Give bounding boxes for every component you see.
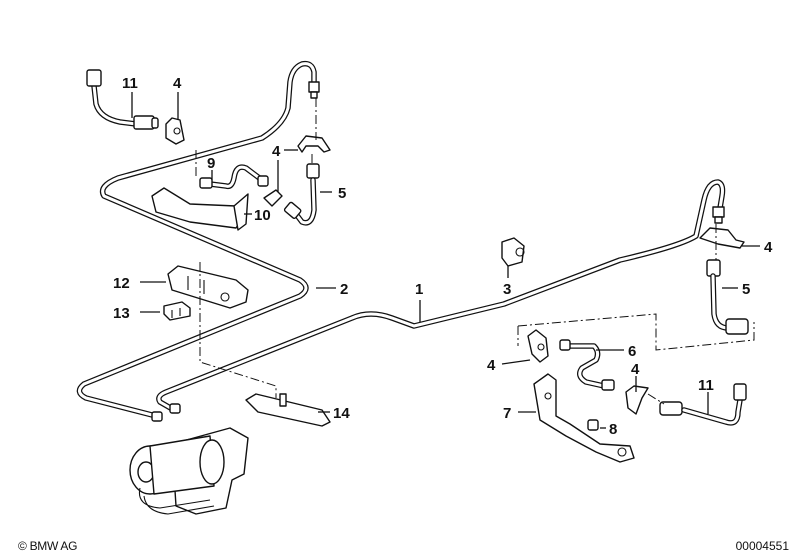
copyright-notice: © BMW AG bbox=[18, 539, 78, 553]
pipe-clip-3[interactable] bbox=[501, 237, 525, 267]
callout-14[interactable]: 14 bbox=[333, 405, 350, 422]
assembly-line bbox=[195, 98, 755, 405]
brake-pipe-6[interactable] bbox=[559, 339, 615, 391]
hex-bolt-10[interactable] bbox=[587, 419, 599, 431]
bracket-4-top-mid[interactable] bbox=[297, 135, 331, 153]
callout-5[interactable]: 5 bbox=[338, 185, 346, 202]
fitting-top-left bbox=[308, 81, 320, 99]
callout-labels: 11 4 4 9 5 10 12 13 2 1 3 4 5 6 4 4 11 7… bbox=[113, 75, 773, 438]
callout-10[interactable]: 8 bbox=[609, 421, 617, 438]
callout-4[interactable]: 4 bbox=[487, 357, 496, 374]
bracket-plate-14[interactable] bbox=[245, 393, 331, 427]
bracket-4-top-left[interactable] bbox=[165, 117, 185, 145]
callout-4[interactable]: 4 bbox=[631, 361, 640, 378]
callout-9[interactable]: 10 bbox=[254, 207, 271, 224]
callout-11[interactable]: 11 bbox=[698, 377, 714, 394]
pipe-holder-12[interactable] bbox=[167, 265, 249, 309]
callout-4[interactable]: 4 bbox=[764, 239, 773, 256]
diagram-catalog-id: 00004551 bbox=[735, 539, 789, 553]
brake-pipe-8[interactable] bbox=[199, 164, 269, 190]
callout-2[interactable]: 2 bbox=[340, 281, 348, 298]
clip-13[interactable] bbox=[163, 301, 191, 321]
bracket-4-right-lower[interactable] bbox=[527, 329, 549, 363]
callout-11[interactable]: 11 bbox=[122, 75, 138, 92]
callout-5[interactable]: 5 bbox=[742, 281, 750, 298]
brake-hose-5-top[interactable] bbox=[283, 163, 320, 226]
callout-4[interactable]: 4 bbox=[173, 75, 182, 92]
bracket-4-right-small[interactable] bbox=[625, 385, 649, 415]
holder-9[interactable] bbox=[151, 187, 249, 231]
callout-12[interactable]: 12 bbox=[113, 275, 130, 292]
callout-1[interactable]: 1 bbox=[415, 281, 423, 298]
leader-lines bbox=[131, 92, 760, 429]
holder-7[interactable] bbox=[533, 373, 635, 463]
brake-hose-5-right[interactable] bbox=[706, 259, 749, 335]
callout-4[interactable]: 4 bbox=[272, 143, 281, 160]
callout-13[interactable]: 13 bbox=[113, 305, 130, 322]
callout-7[interactable]: 7 bbox=[503, 405, 511, 422]
callout-8[interactable]: 9 bbox=[207, 155, 215, 172]
brake-hose-11-right[interactable] bbox=[659, 383, 747, 426]
bracket-4-clip[interactable] bbox=[263, 189, 283, 207]
hydraulic-unit[interactable] bbox=[129, 427, 249, 515]
callout-6[interactable]: 6 bbox=[628, 343, 636, 360]
fitting-top-right bbox=[712, 206, 725, 224]
bracket-4-right-top[interactable] bbox=[699, 227, 745, 249]
pipe-1[interactable] bbox=[156, 179, 726, 413]
callout-3[interactable]: 3 bbox=[503, 281, 511, 298]
pipe-fitting-left bbox=[151, 403, 181, 422]
pipe-2[interactable] bbox=[76, 60, 317, 419]
brake-hose-11-left[interactable] bbox=[86, 69, 159, 130]
